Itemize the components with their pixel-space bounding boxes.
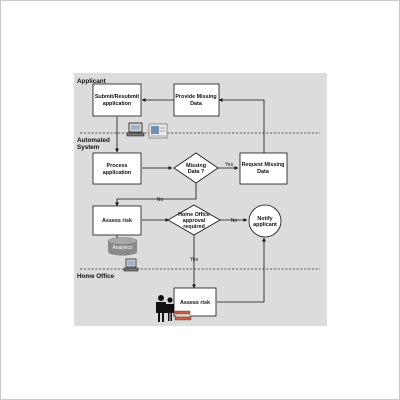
node-missing-decision	[173, 152, 219, 184]
lane-label-applicant: Applicant	[77, 78, 107, 85]
node-assess-risk	[92, 205, 142, 236]
edge-label-yes-home: Yes	[190, 257, 199, 263]
computer-icon	[126, 122, 145, 137]
node-notify	[248, 204, 282, 238]
books-icon	[173, 310, 192, 321]
node-approval-line3: required	[183, 224, 205, 230]
edge-request-to-provide	[218, 98, 265, 153]
node-process-line1: Process	[107, 163, 128, 169]
analytics-cylinder-icon	[107, 235, 138, 256]
node-process	[92, 152, 142, 185]
edge-missing-to-assess	[115, 183, 197, 207]
node-request-line1: Request Missing	[242, 162, 285, 168]
node-request-line2: Data	[257, 169, 270, 175]
node-submit-line1: Submit/Resubmit	[95, 94, 140, 100]
node-assess-risk-home-office	[173, 287, 217, 317]
node-missing-line1: Missing	[186, 163, 206, 169]
node-assess-risk-home-office-label: Assess risk	[180, 300, 210, 306]
analytics-label: Analytics	[112, 245, 133, 251]
node-request	[239, 152, 288, 185]
node-provide-line1: Provide Missing	[175, 94, 216, 100]
node-assess-risk-label: Assess risk	[102, 218, 132, 224]
people-icon	[156, 295, 174, 322]
edge-assess2-to-notify	[217, 237, 266, 303]
node-approval-line2: approval	[183, 218, 206, 224]
edge-label-no-notify: No	[231, 218, 238, 224]
node-provide-line2: Data	[190, 101, 203, 107]
node-missing-line2: Data ?	[188, 169, 204, 175]
node-notify-line2: applicant	[253, 222, 277, 228]
lane-label-automated-1: Automated	[77, 137, 110, 144]
node-process-line2: application	[103, 170, 131, 176]
node-provide	[173, 83, 220, 117]
edge-label-no-assess: No	[157, 197, 164, 203]
edge-label-yes-request: Yes	[225, 162, 234, 168]
lane-label-automated-2: System	[77, 144, 100, 151]
node-submit	[92, 83, 142, 117]
node-approval-line1: Home Office	[178, 212, 210, 218]
node-submit-line2: application	[103, 101, 131, 107]
computer-icon-analytics	[123, 258, 139, 272]
node-approval-decision	[167, 204, 221, 236]
node-notify-line1: Notify	[257, 216, 272, 222]
document-icon	[148, 123, 168, 139]
lane-label-home-office: Home Office	[77, 273, 115, 280]
